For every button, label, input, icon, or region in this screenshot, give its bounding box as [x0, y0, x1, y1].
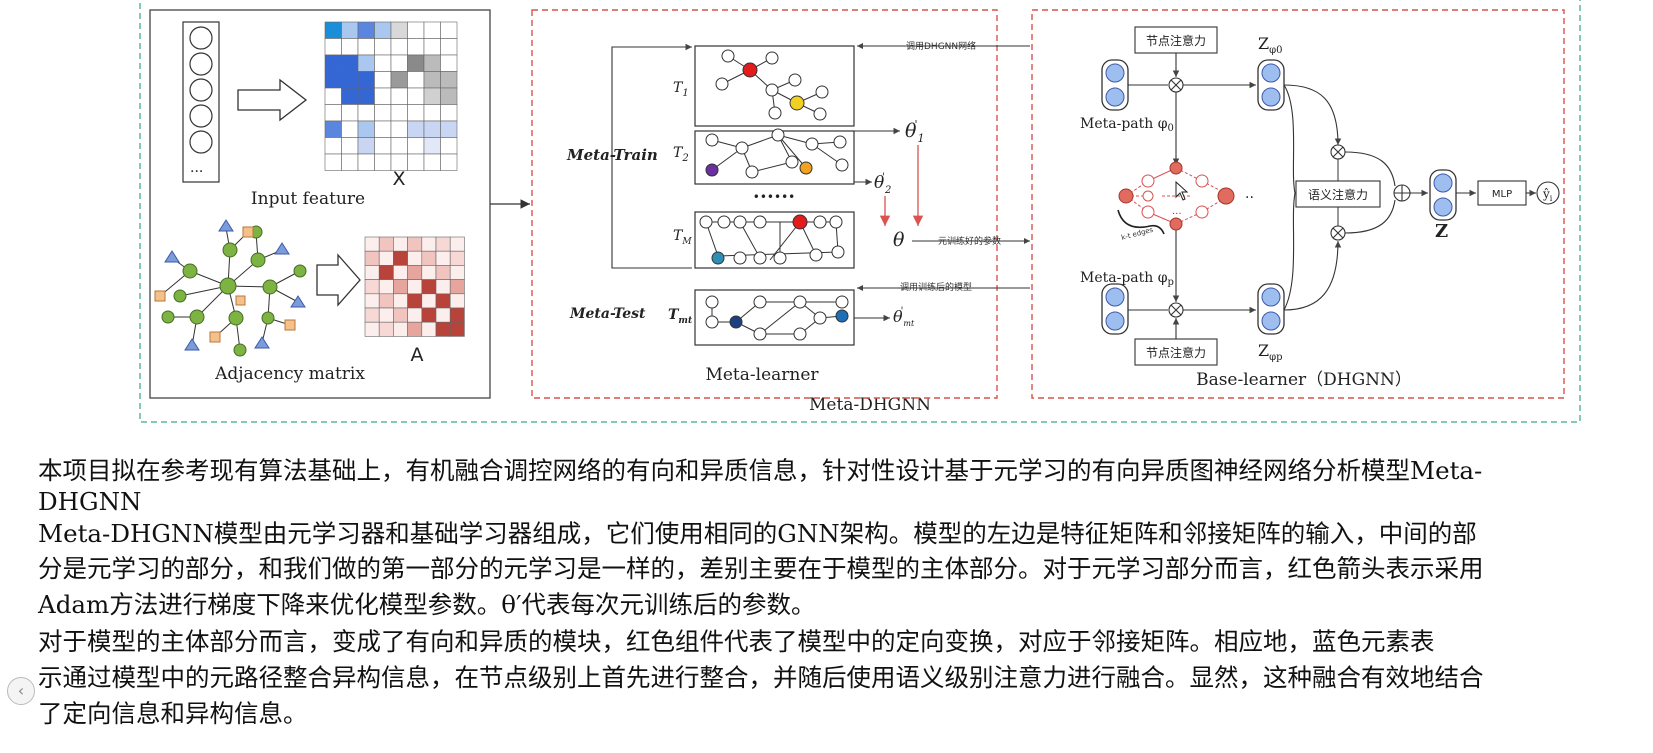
k-edges-brace [1117, 209, 1165, 235]
paragraph-line: 了定向信息和异构信息。 [38, 699, 308, 728]
paragraph-line: 对于模型的主体部分而言，变成了有向和异质的模块，红色组件代表了模型中的定向变换，… [38, 627, 1435, 656]
t2-label: T2 [673, 145, 689, 164]
theta1-label: θ'1 [905, 118, 924, 145]
theta-label: θ [893, 229, 905, 251]
node-attention-top-label: 节点注意力 [1146, 33, 1206, 48]
x-label: X [392, 168, 405, 190]
base-learner-caption: Base-learner（DHGNN） [1196, 370, 1412, 390]
meta-learner-panel: Meta-learner Meta-Train Meta-Test T1 T2 … [531, 9, 1030, 399]
x-matrix [324, 21, 458, 171]
mouse-cursor-icon [1175, 181, 1189, 201]
side-dots: ·· [1245, 190, 1254, 206]
input-panel: ... Input feature X [149, 9, 491, 399]
previous-slide-button[interactable]: ‹ [7, 677, 35, 705]
feature-dots: ... [190, 160, 203, 176]
hollow-arrow-icon [237, 78, 308, 122]
feature-vector [182, 21, 220, 183]
pill-vectors [1101, 59, 1457, 335]
tmt-label: Tmt [668, 307, 693, 326]
mlp-box [1477, 180, 1527, 206]
call-trained-label: 调用训练后的模型 [900, 281, 972, 293]
hollow-arrow-icon-2 [316, 253, 361, 307]
y-hat-label: ŷi [1542, 187, 1553, 203]
trained-params-label: 元训练好的参数 [938, 235, 1001, 247]
paragraph-line: Meta-DHGNN模型由元学习器和基础学习器组成，它们使用相同的GNN架构。模… [38, 519, 1477, 548]
theta2-label: θ'2 [874, 172, 891, 196]
base-learner-panel: Base-learner（DHGNN） 节点注意力 节点注意力 [1031, 9, 1565, 399]
t1-label: T1 [673, 80, 689, 99]
graph-nodes [154, 219, 307, 357]
plus-icon [1393, 184, 1411, 202]
meta-path-0-label: Meta-path φ0 [1080, 116, 1174, 134]
adjacency-matrix-label: Adjacency matrix [214, 364, 365, 384]
task-ellipsis: •••••• [753, 190, 795, 204]
node-attention-bottom [1134, 338, 1218, 366]
paragraph-line: 分是元学习的部分，和我们做的第一部分的元学习是一样的，差别主要在于模型的主体部分… [38, 554, 1484, 583]
node-attention-top [1134, 26, 1218, 54]
figure-svg: Meta-DHGNN ... Input feature [139, 0, 1581, 423]
theta-mt-label: θ'mt [893, 306, 915, 328]
paragraph-line: Adam方法进行梯度下降来优化模型参数。θ′代表每次元训练后的参数。 [38, 590, 816, 619]
z-label: Z [1435, 221, 1448, 242]
z-phip-label: Zφp [1258, 341, 1283, 363]
kth-edges-label: k-t edges [1120, 226, 1154, 242]
meta-dhgnn-figure: Meta-DHGNN ... Input feature [139, 0, 1581, 423]
meta-learner-caption: Meta-learner [705, 365, 819, 385]
dots-small: ... [1172, 206, 1182, 217]
outer-frame [139, 0, 1581, 423]
z-phi0-label: Zφ0 [1258, 34, 1283, 56]
paragraph-line: 本项目拟在参考现有算法基础上，有机融合调控网络的有向和异质信息，针对性设计基于元… [38, 456, 1483, 485]
paragraph-line: 示通过模型中的元路径整合异构信息，在节点级别上首先进行整合，并随后使用语义级别注… [38, 663, 1484, 692]
paragraph-line: DHGNN [38, 487, 142, 516]
a-label: A [411, 344, 424, 366]
meta-test-label: Meta-Test [569, 306, 646, 322]
meta-train-label: Meta-Train [566, 146, 658, 164]
node-attention-bottom-label: 节点注意力 [1146, 345, 1206, 360]
semantic-attention-label: 语义注意力 [1308, 187, 1368, 202]
multiply-icon [1168, 77, 1346, 318]
call-dhgnn-label: 调用DHGNN网络 [906, 40, 976, 52]
mlp-label: MLP [1492, 189, 1512, 200]
input-feature-label: Input feature [251, 189, 365, 209]
chevron-left-icon: ‹ [17, 681, 25, 700]
y-hat-node [1536, 181, 1560, 205]
outer-caption: Meta-DHGNN [809, 395, 931, 415]
tm-label: TM [673, 228, 692, 247]
a-matrix [364, 236, 465, 337]
meta-path-p-label: Meta-path φp [1080, 270, 1174, 288]
